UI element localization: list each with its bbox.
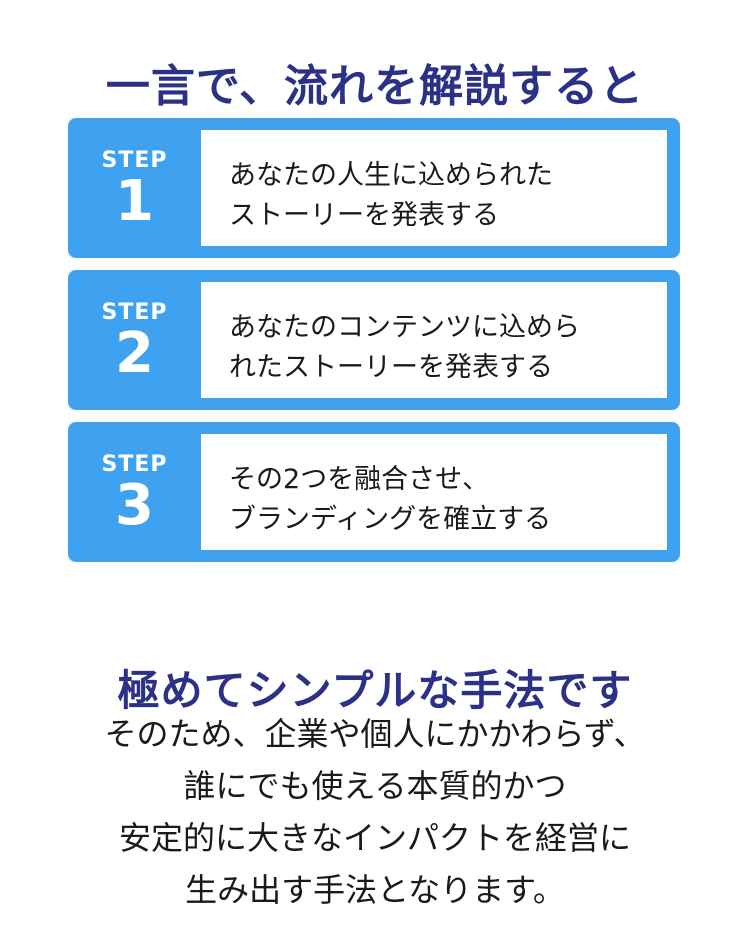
step-text-line: その2つを融合させ、 (229, 464, 490, 495)
step-text-line: れたストーリーを発表する (229, 352, 553, 383)
step-text-box-1: あなたの人生に込められた ストーリーを発表する (201, 130, 667, 246)
step-card-1: STEP 1 あなたの人生に込められた ストーリーを発表する (68, 118, 680, 258)
step-card-3: STEP 3 その2つを融合させ、 ブランディングを確立する (68, 422, 680, 562)
step-number: 2 (115, 321, 154, 386)
step-badge-1: STEP 1 (68, 118, 201, 258)
step-word: STEP (101, 452, 168, 477)
step-number: 3 (115, 473, 154, 538)
description-line: そのため、企業や個人にかかわらず、 (104, 715, 646, 753)
step-text-line: ブランディングを確立する (229, 504, 552, 535)
step-text-box-2: あなたのコンテンツに込めら れたストーリーを発表する (201, 282, 667, 398)
step-word: STEP (101, 300, 168, 325)
step-card-2: STEP 2 あなたのコンテンツに込めら れたストーリーを発表する (68, 270, 680, 410)
step-text-line: あなたのコンテンツに込めら (229, 312, 580, 343)
step-text-line: あなたの人生に込められた (229, 160, 553, 191)
description-line: 誰にでも使える本質的かつ (183, 767, 567, 805)
step-badge-2: STEP 2 (68, 270, 201, 410)
step-badge-3: STEP 3 (68, 422, 201, 562)
section-heading: 極めてシンプルな手法です (117, 665, 633, 715)
steps-list: STEP 1 あなたの人生に込められた ストーリーを発表する STEP 2 あな… (68, 118, 680, 574)
step-number: 1 (115, 169, 154, 234)
description-text: そのため、企業や個人にかかわらず、 誰にでも使える本質的かつ 安定的に大きなイン… (0, 708, 750, 916)
step-word: STEP (101, 148, 168, 173)
step-text-line: ストーリーを発表する (229, 200, 499, 231)
page-title: 一言で、流れを解説すると (105, 61, 645, 113)
description-line: 生み出す手法となります。 (185, 871, 565, 909)
step-text-box-3: その2つを融合させ、 ブランディングを確立する (201, 434, 667, 550)
description-line: 安定的に大きなインパクトを経営に (118, 819, 631, 857)
